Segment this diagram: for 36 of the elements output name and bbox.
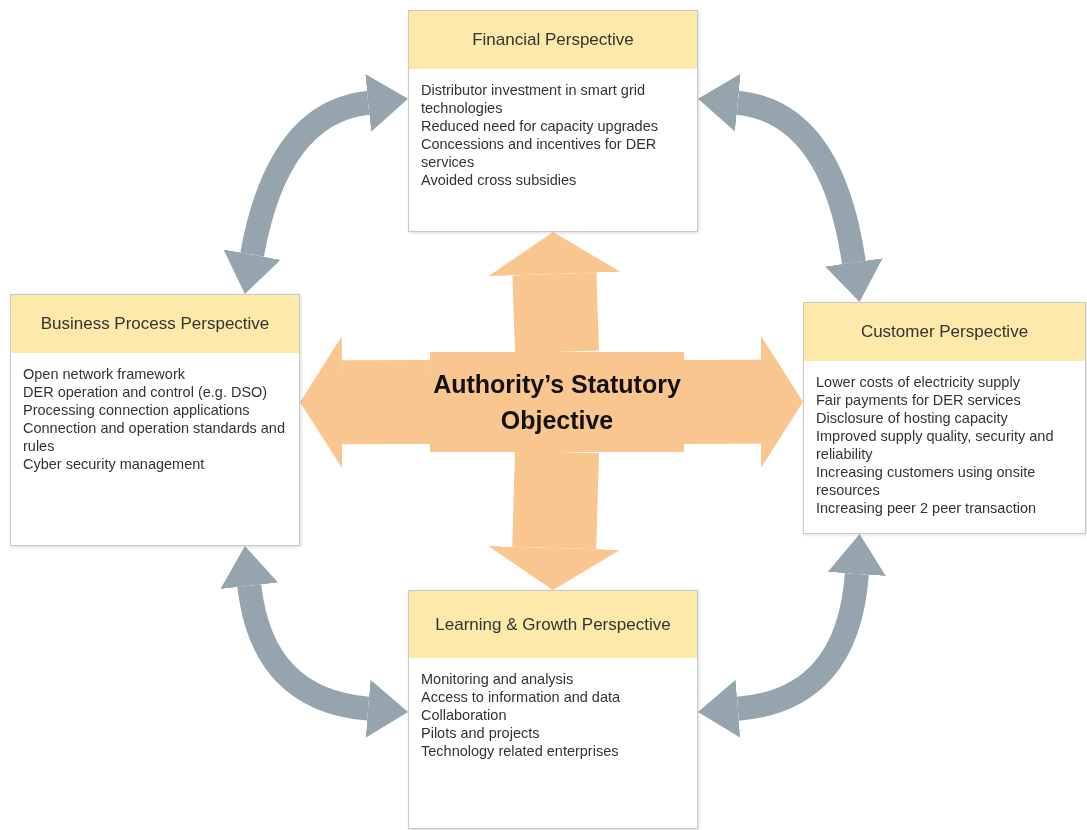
list-item: Open network framework	[23, 365, 186, 383]
arrow	[683, 335, 803, 468]
list-item: DER operation and control (e.g. DSO)	[23, 383, 269, 401]
double-headed-arrow	[698, 74, 883, 302]
perspective-card	[408, 590, 698, 829]
arrow	[300, 336, 431, 469]
arrow	[488, 450, 621, 590]
list-item: Distributor investment in smart grid technologies	[421, 81, 646, 117]
list-item: Lower costs of electricity supply	[816, 373, 1021, 391]
list-item: Fair payments for DER services	[816, 391, 1022, 409]
double-headed-arrow	[220, 546, 408, 738]
list-item: Increasing peer 2 peer transaction	[816, 499, 1038, 517]
list-item: Pilots and projects	[421, 724, 541, 742]
card-heading: Learning & Growth Perspective	[409, 591, 697, 658]
double-headed-arrow	[223, 74, 408, 294]
list-item: Concessions and incentives for DER services	[421, 135, 658, 171]
perspective-card	[10, 294, 300, 546]
card-heading: Customer Perspective	[804, 303, 1085, 361]
list-item: Access to information and data	[421, 688, 622, 706]
list-item: Reduced need for capacity upgrades	[421, 117, 659, 135]
perspective-card	[803, 302, 1086, 534]
list-item: Increasing customers using onsite resources	[816, 463, 1037, 499]
list-item: Improved supply quality, security and reliability	[816, 427, 1055, 463]
list-item: Avoided cross subsidies	[421, 171, 578, 189]
card-heading: Financial Perspective	[409, 11, 697, 69]
list-item: Monitoring and analysis	[421, 670, 575, 688]
objective-title: Authority’s Statutory Objective	[432, 369, 682, 436]
list-item: Connection and operation standards and rules	[23, 419, 286, 455]
card-heading: Business Process Perspective	[11, 295, 299, 353]
list-item: Cyber security management	[23, 455, 206, 473]
list-item: Collaboration	[421, 706, 508, 724]
list-item: Technology related enterprises	[421, 742, 620, 760]
double-headed-arrow	[698, 534, 886, 738]
list-item: Disclosure of hosting capacity	[816, 409, 1009, 427]
perspective-card	[408, 10, 698, 232]
list-item: Processing connection applications	[23, 401, 251, 419]
